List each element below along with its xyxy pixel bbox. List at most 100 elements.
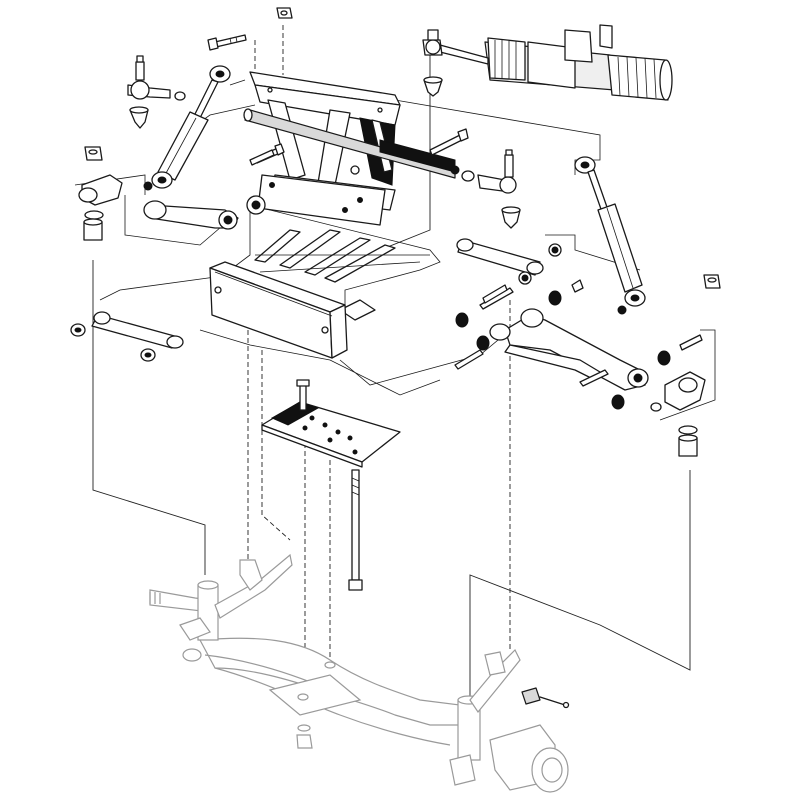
left-tie-rod-eye: [130, 80, 150, 100]
skid-plate: [261, 379, 401, 468]
frame-channel-assembly: [229, 204, 441, 321]
right-hub-cap-inner: [541, 757, 563, 783]
right-grease-fitting: [504, 154, 514, 178]
leader-left-long: [92, 260, 206, 575]
grease-fitting-body: [521, 687, 541, 705]
left-spindle-thread: [149, 592, 161, 604]
center-bracket-plate: [257, 174, 386, 226]
left-tie-rod-end: [127, 55, 186, 129]
cross-tube-body: [244, 109, 456, 179]
left-spindle-bracket: [78, 146, 123, 241]
front-axle-beam: [149, 553, 569, 793]
leader-center-2: [261, 350, 291, 541]
left-shock-body: [157, 111, 209, 181]
channel-bolt-hole-1: [214, 286, 222, 294]
left-arm-rear-bushing-hole: [223, 215, 233, 225]
long-bolt-thread: [351, 477, 360, 496]
right-tie-rod-eye: [499, 176, 517, 194]
right-arm-bolt-4: [679, 334, 703, 351]
lower-right-grease-fitting: [521, 687, 570, 709]
frame-rail-4: [324, 244, 396, 283]
frame-small-nut-1: [350, 165, 360, 175]
left-arm-bracket: [239, 559, 263, 591]
mounting-channel: [209, 261, 348, 359]
frame-rail-2: [279, 229, 341, 269]
left-arm-pivot-bolt-head: [274, 143, 285, 156]
right-tie-rod-spacer: [450, 165, 460, 175]
grease-fitting-pin: [539, 696, 566, 706]
right-arm-bushing-black-2: [476, 335, 490, 351]
rack-boot-right-ribs: [617, 56, 657, 99]
center-bolt-head: [457, 128, 469, 142]
skid-plate-hole-2: [322, 422, 328, 428]
left-king-pin-top: [197, 580, 219, 590]
steering-rack: [422, 24, 673, 101]
rack-boot-left-ribs: [494, 40, 517, 79]
long-bolt-head: [348, 579, 363, 591]
right-shock-body-line: [606, 207, 634, 289]
frame-bracket-right: [339, 299, 376, 321]
right-arm-bushing-black-4: [611, 394, 625, 410]
right-arm-rear-bushing: [489, 323, 511, 341]
right-arm-bracket: [484, 651, 506, 676]
right-lower-control-arm: [454, 279, 703, 410]
leader-mid-outline-2: [339, 329, 511, 386]
right-link-nut-2-hole: [521, 274, 529, 282]
beam-bottom-nut: [296, 734, 313, 749]
skid-plate-hole-6: [327, 437, 333, 443]
leader-right-long: [469, 470, 691, 710]
right-arm-bushing-black-5: [657, 350, 671, 366]
left-bracket-washer: [84, 210, 104, 220]
beam-center-plate: [268, 674, 362, 716]
top-center-nut: [276, 7, 293, 19]
frame-long-rail: [255, 254, 430, 273]
top-bolt-head: [207, 37, 219, 51]
right-shock-bottom-bushing-hole: [630, 294, 640, 302]
bracket-plate-body: [257, 174, 386, 226]
right-link-nut-1-hole: [551, 246, 559, 254]
right-shock-top-bushing-hole: [580, 161, 590, 169]
right-upper-link: [456, 238, 562, 285]
center-right-bolt: [429, 128, 469, 156]
skid-plate-hole-3: [335, 429, 341, 435]
right-link-end-1: [456, 238, 474, 252]
center-small-bolt-1: [249, 149, 275, 166]
beam-bottom-washer: [297, 724, 311, 732]
skid-bolt-shank: [299, 384, 307, 411]
rack-pinion-shaft: [599, 24, 613, 49]
left-arm-front-bushing: [143, 200, 167, 220]
grease-fitting-tip: [562, 701, 570, 709]
frame-rail-3: [304, 237, 371, 276]
leader-left-bracket: [124, 195, 236, 246]
top-bolt-thread: [229, 36, 238, 44]
top-left-bolt: [207, 34, 247, 51]
right-spindle-bracket: [650, 274, 721, 457]
rack-tie-rod-left: [439, 44, 489, 65]
left-shock-bottom-bushing-hole: [157, 176, 167, 184]
axle-beam-edge: [214, 667, 451, 746]
rack-tie-rod-eye: [425, 39, 441, 55]
left-shock-rod: [193, 79, 219, 119]
left-arm-pivot-bushing-hole: [251, 200, 261, 210]
beam-center-plate-hole-2: [324, 661, 336, 669]
rack-boot-left: [487, 37, 526, 81]
lower-link-end-2: [166, 335, 184, 349]
rack-center-housing: [527, 41, 576, 89]
right-grease-fitting-tip: [505, 149, 513, 156]
right-bracket-bushing-top: [678, 434, 698, 442]
skid-plate-hole-7: [352, 449, 358, 455]
left-lower-link: [179, 617, 211, 641]
right-shock-spacer: [617, 305, 627, 315]
left-shock-spacer: [143, 181, 153, 191]
right-arm-bolt-5: [571, 279, 584, 293]
leader-steering: [379, 45, 431, 251]
right-arm-bushing-black-3: [548, 290, 562, 306]
crossmember-left-leg: [267, 99, 306, 181]
channel-edge: [214, 271, 333, 317]
center-small-bolt-2: [482, 284, 508, 304]
right-shock-rod: [587, 169, 609, 213]
right-bracket-washer: [678, 425, 698, 435]
skid-plate-hole-1: [309, 415, 315, 421]
rack-dust-boot-top: [423, 76, 443, 84]
left-grease-fitting-tip: [136, 55, 144, 63]
